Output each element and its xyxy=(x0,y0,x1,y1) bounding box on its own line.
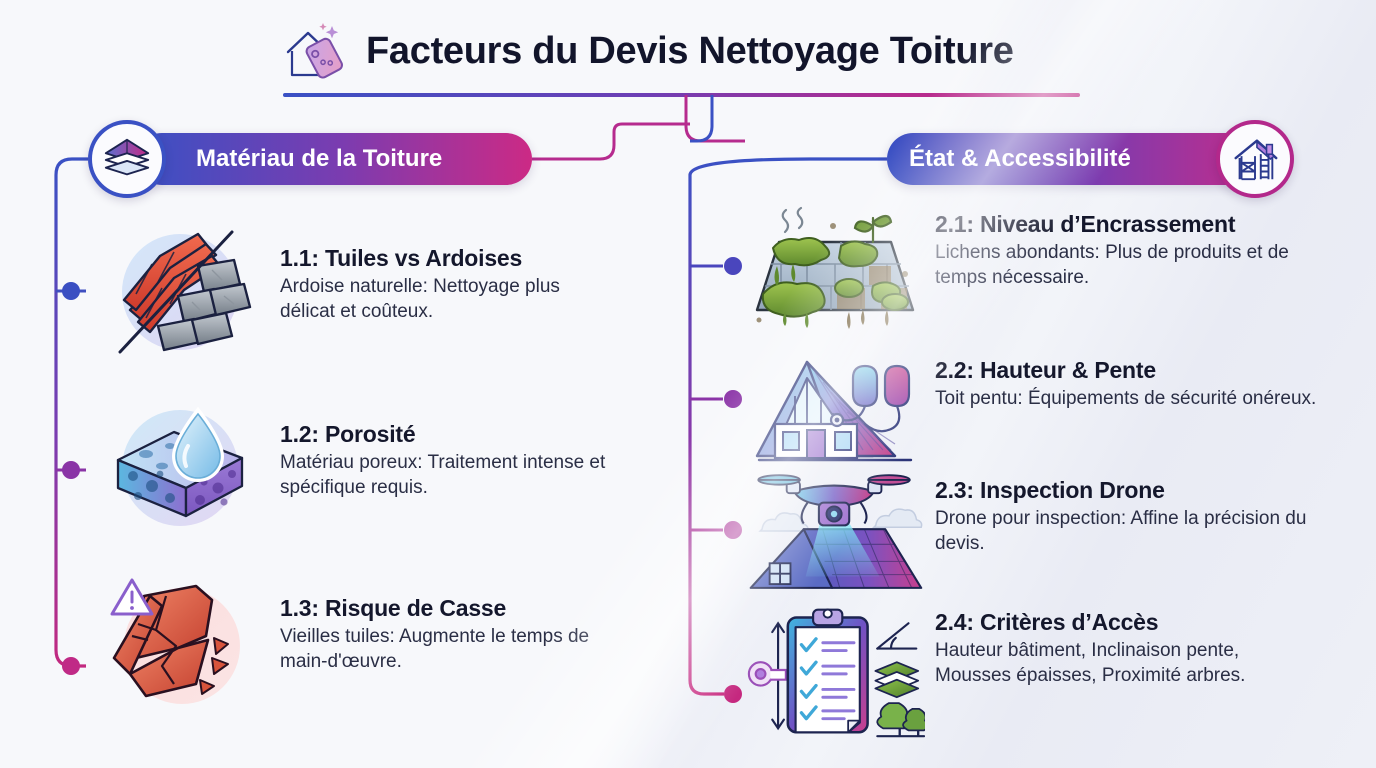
title-underline xyxy=(283,93,1080,97)
branch-header-materiau[interactable]: Matériau de la Toiture xyxy=(136,133,532,185)
list-item[interactable]: 1.2: Porosité Matériau poreux: Traitemen… xyxy=(100,388,610,548)
porous-sponge-water-drop-icon xyxy=(100,388,260,548)
clipboard-checklist-criteria-icon xyxy=(745,600,925,740)
roof-layers-icon xyxy=(88,120,166,198)
item-description: Drone pour inspection: Affine la précisi… xyxy=(935,508,1307,554)
item-title: 2.3: Inspection Drone xyxy=(935,477,1165,503)
item-description: Ardoise naturelle: Nettoyage plus délica… xyxy=(280,276,560,322)
branch-label-materiau: Matériau de la Toiture xyxy=(196,145,443,172)
item-title: 1.2: Porosité xyxy=(280,421,416,447)
drone-scanning-roof-icon xyxy=(745,468,925,596)
house-scaffolding-ladder-icon xyxy=(1216,120,1294,198)
item-description: Lichens abondants: Plus de produits et d… xyxy=(935,242,1289,288)
item-description: Toit pentu: Équipements de sécurité onér… xyxy=(935,388,1317,410)
list-item[interactable]: 2.4: Critères d’Accès Hauteur bâtiment, … xyxy=(745,600,1320,740)
item-title: 1.3: Risque de Casse xyxy=(280,595,507,621)
item-description: Matériau poreux: Traitement intense et s… xyxy=(280,452,606,498)
item-title: 2.2: Hauteur & Pente xyxy=(935,357,1156,383)
house-tag-sparkle-icon xyxy=(282,20,352,82)
item-description: Hauteur bâtiment, Inclinaison pente, Mou… xyxy=(935,640,1246,686)
list-item[interactable]: 2.3: Inspection Drone Drone pour inspect… xyxy=(745,468,1320,596)
item-title: 2.4: Critères d’Accès xyxy=(935,609,1159,635)
branch-header-etat[interactable]: État & Accessibilité xyxy=(887,133,1283,185)
list-item[interactable]: 2.1: Niveau d’Encrassement Lichens abond… xyxy=(745,202,1320,330)
list-item[interactable]: 1.1: Tuiles vs Ardoises Ardoise naturell… xyxy=(100,212,610,372)
list-item[interactable]: 1.3: Risque de Casse Vieilles tuiles: Au… xyxy=(100,562,610,722)
list-item[interactable]: 2.2: Hauteur & Pente Toit pentu: Équipem… xyxy=(745,348,1320,476)
cracked-tile-warning-icon xyxy=(100,562,260,722)
steep-roof-carabiners-icon xyxy=(745,348,925,476)
page-title: Facteurs du Devis Nettoyage Toiture xyxy=(282,20,1014,82)
item-description: Vieilles tuiles: Augmente le temps de ma… xyxy=(280,626,590,672)
page-title-text: Facteurs du Devis Nettoyage Toiture xyxy=(366,29,1014,72)
mossy-dirty-roof-icon xyxy=(745,202,925,330)
clay-tiles-vs-slate-tiles-icon xyxy=(100,212,260,372)
item-title: 1.1: Tuiles vs Ardoises xyxy=(280,245,523,271)
branch-label-etat: État & Accessibilité xyxy=(909,145,1131,172)
item-title: 2.1: Niveau d’Encrassement xyxy=(935,211,1236,237)
